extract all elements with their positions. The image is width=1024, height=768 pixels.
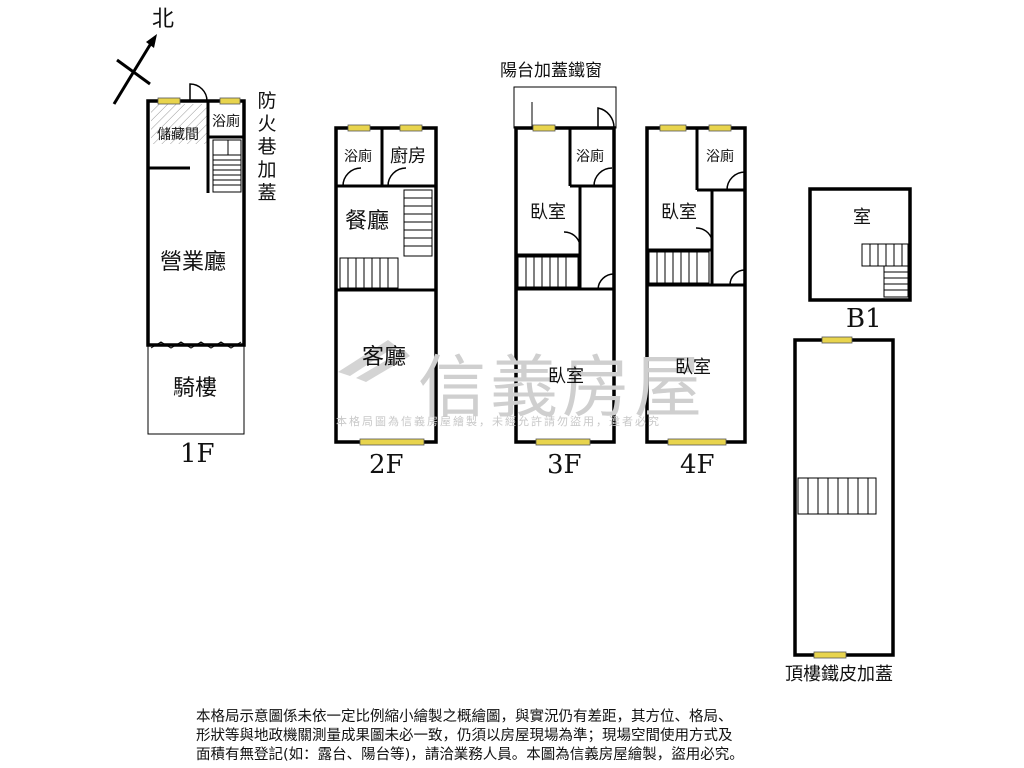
f1-bath-label: 浴廁 — [212, 114, 240, 130]
f1-business-hall-label: 營業廳 — [160, 250, 227, 275]
watermark-logo-icon — [338, 340, 410, 382]
f1-floor-label: 1F — [180, 439, 215, 469]
roof-label: 頂樓鐵皮加蓋 — [785, 664, 893, 685]
f2-dining-label: 餐廳 — [345, 209, 390, 234]
window-icon — [532, 124, 556, 132]
f4-bedroom1-label: 臥室 — [661, 202, 697, 223]
f4-bath-label: 浴廁 — [706, 149, 734, 165]
watermark-notice: 本格局圖為信義房屋繪製，未經允許請勿盜用，違者必究 — [336, 415, 661, 428]
f2-kitchen-label: 廚房 — [390, 146, 426, 167]
window-icon — [399, 124, 423, 132]
f2-bath-label: 浴廁 — [344, 149, 372, 165]
f3-bath-label: 浴廁 — [576, 149, 604, 165]
f4-bedroom2-label: 臥室 — [675, 357, 711, 378]
watermark-brand: 信義房屋 — [418, 349, 707, 428]
window-icon — [347, 124, 371, 132]
f1-arcade-label: 騎樓 — [173, 376, 218, 401]
compass-arrow-icon — [112, 34, 157, 105]
window-icon — [813, 651, 847, 659]
f2-living-label: 客廳 — [362, 345, 407, 370]
floor-b1-plan — [808, 187, 912, 302]
window-icon — [157, 97, 181, 105]
window-icon — [667, 438, 727, 446]
compass-north-label: 北 — [152, 7, 175, 32]
b1-floor-label: B1 — [846, 304, 882, 334]
f3-balcony-label: 陽台加蓋鐵窗 — [500, 61, 602, 81]
f1-fire-lane-label: 防火巷加蓋 — [257, 90, 277, 204]
f3-bedroom2-label: 臥室 — [548, 366, 584, 387]
f4-floor-label: 4F — [680, 450, 715, 480]
b1-room-label: 室 — [853, 207, 871, 228]
window-icon — [708, 124, 732, 132]
disclaimer-line: 形狀等與地政機關測量成果圖未必一致，仍須以房屋現場為準；現場空間使用方式及 — [196, 728, 733, 744]
f1-storage-label: 儲藏間 — [157, 127, 199, 143]
f2-floor-label: 2F — [369, 450, 404, 480]
f3-floor-label: 3F — [547, 450, 582, 480]
floor-1f-plan — [146, 83, 246, 435]
window-icon — [659, 124, 687, 132]
disclaimer-line: 面積有無登記(如：露台、陽台等)，請洽業務人員。本圖為信義房屋繪製，盜用必究。 — [196, 747, 744, 763]
f3-bedroom1-label: 臥室 — [530, 202, 566, 223]
window-icon — [535, 438, 591, 446]
disclaimer-note: 本格局示意圖係未依一定比例縮小繪製之概繪圖，與實況仍有差距，其方位、格局、 形狀… — [196, 708, 836, 765]
window-icon — [821, 336, 853, 344]
floor-roof-plan — [793, 338, 895, 657]
window-icon — [359, 438, 425, 446]
disclaimer-line: 本格局示意圖係未依一定比例縮小繪製之概繪圖，與實況仍有差距，其方位、格局、 — [196, 709, 733, 725]
window-icon — [219, 97, 241, 105]
